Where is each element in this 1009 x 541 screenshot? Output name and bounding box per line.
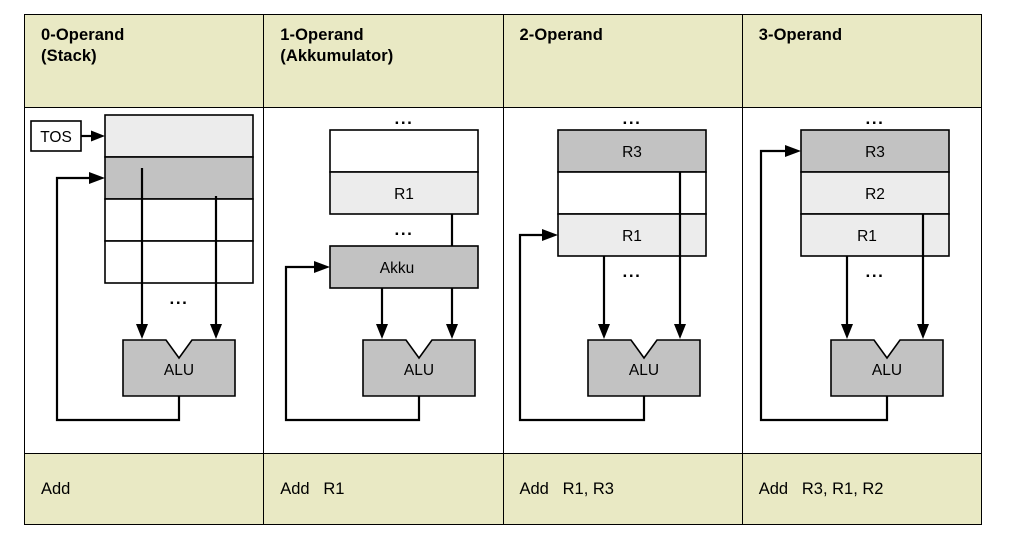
operand-comparison-table: 0-Operand (Stack) 1-Operand (Akkumulator… (23, 14, 983, 525)
alu-shape (829, 339, 944, 397)
diagram-cell-two-operand: ... R3 R1 ... (502, 107, 743, 454)
register-label-r1: R1 (394, 186, 414, 203)
tos-label-box (30, 120, 82, 152)
alu-label: ALU (404, 362, 434, 379)
regfile-ellipsis-above: ... (865, 109, 884, 128)
register-label-r2: R2 (865, 186, 885, 203)
diagram-cell-zero-operand: TOS ... ALU (23, 107, 265, 454)
instruction-cell-two-operand: Add R1, R3 (502, 453, 743, 525)
alu-writeback-line (285, 265, 421, 422)
regfile-ellipsis-below: ... (622, 262, 641, 281)
instruction-cell-zero-operand: Add (23, 453, 265, 525)
alu-writeback-arrowhead-icon (314, 261, 331, 273)
header-cell-two-operand: 2-Operand (502, 14, 743, 108)
header-cell-one-operand: 1-Operand (Akkumulator) (263, 14, 504, 108)
header-title-zero-operand: 0-Operand (41, 26, 125, 44)
register-label-r3: R3 (622, 144, 642, 161)
header-cell-three-operand: 3-Operand (741, 14, 983, 108)
table-diagram-row: TOS ... ALU (23, 107, 983, 454)
regfile-ellipsis-below: ... (395, 220, 414, 239)
header-cell-zero-operand: 0-Operand (Stack) (23, 14, 265, 108)
register-cell-r1 (329, 171, 480, 215)
register-cell-r1 (556, 213, 707, 257)
alu-shape (362, 339, 477, 397)
tos-label: TOS (40, 129, 72, 146)
accumulator-label: Akku (380, 260, 414, 277)
table-instruction-row: Add Add R1 Add R1, R3 Add R3, R1, R2 (23, 453, 983, 525)
register-label-r1: R1 (857, 228, 877, 245)
accumulator-box (329, 245, 480, 289)
alu-writeback-arrowhead-icon (541, 229, 558, 241)
regfile-operand-arrowhead-2-icon (916, 324, 929, 339)
stack-ellipsis: ... (170, 289, 189, 308)
header-title-two-operand: 2-Operand (519, 26, 603, 44)
instruction-zero-operand: Add (41, 479, 71, 498)
regfile-operand-arrowhead-1-icon (840, 324, 853, 339)
regfile-operand-arrowhead-1-icon (597, 324, 610, 339)
stack-cell-3 (104, 198, 254, 242)
header-subtitle-one-operand: (Akkumulator) (280, 47, 394, 65)
header-title-one-operand: 1-Operand (280, 26, 364, 44)
alu-shape (122, 339, 236, 397)
alu-label: ALU (872, 362, 902, 379)
header-title-three-operand: 3-Operand (758, 26, 843, 44)
regfile-operand-arrowhead-icon (446, 324, 459, 339)
register-cell-r1 (799, 213, 950, 257)
instruction-cell-three-operand: Add R3, R1, R2 (741, 453, 983, 525)
header-subtitle-zero-operand: (Stack) (41, 47, 97, 65)
table-header-row: 0-Operand (Stack) 1-Operand (Akkumulator… (23, 14, 983, 108)
alu-label: ALU (164, 362, 194, 379)
tos-arrow-head-icon (91, 130, 105, 142)
stack-cell-2 (104, 156, 254, 200)
register-label-r3: R3 (865, 144, 885, 161)
instruction-cell-one-operand: Add R1 (263, 453, 504, 525)
stack-writeback-line (55, 176, 181, 422)
stack-operand-arrowhead-2-icon (210, 324, 222, 339)
stack-cell-4 (104, 240, 254, 284)
regfile-ellipsis-below: ... (865, 262, 884, 281)
alu-shape (586, 339, 701, 397)
regfile-ellipsis-above: ... (622, 109, 641, 128)
register-cell-r3 (799, 129, 950, 173)
instruction-two-operand: Add R1, R3 (519, 479, 614, 498)
alu-writeback-line (759, 149, 888, 422)
alu-writeback-arrowhead-icon (784, 145, 801, 157)
accumulator-to-alu-arrowhead-icon (376, 324, 389, 339)
register-cell-empty (329, 129, 480, 173)
stack-operand-arrowhead-1-icon (136, 324, 148, 339)
instruction-one-operand: Add R1 (280, 479, 345, 498)
instruction-three-operand: Add R3, R1, R2 (758, 479, 884, 498)
diagram-cell-one-operand: ... R1 ... Akku (263, 107, 504, 454)
alu-writeback-line (518, 233, 645, 422)
regfile-operand-arrowhead-2-icon (673, 324, 686, 339)
stack-writeback-arrowhead-icon (89, 172, 105, 184)
alu-label: ALU (628, 362, 658, 379)
diagram-cell-three-operand: ... R3 R2 R1 ... (741, 107, 983, 454)
register-cell-r2 (799, 171, 950, 215)
register-cell-r3 (556, 129, 707, 173)
regfile-ellipsis-above: ... (395, 109, 414, 128)
register-cell-empty (556, 171, 707, 215)
stack-cell-1 (104, 114, 254, 158)
register-label-r1: R1 (622, 228, 642, 245)
